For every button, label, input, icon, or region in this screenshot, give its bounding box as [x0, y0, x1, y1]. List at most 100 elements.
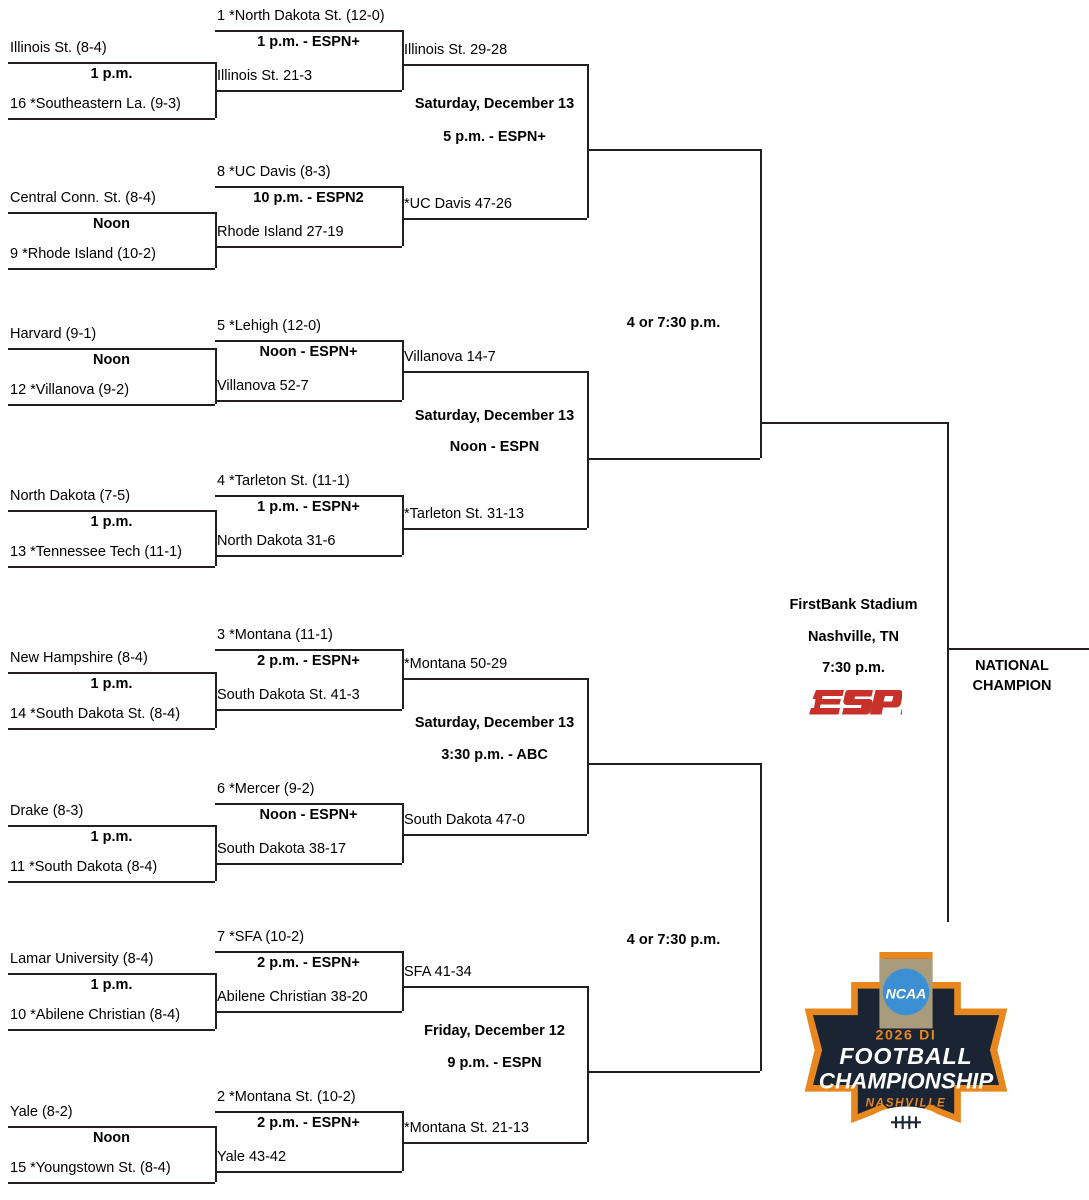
bracket-line [587, 1071, 760, 1073]
round1-top-team: North Dakota (7-5) [10, 488, 131, 504]
semifinal-time: 4 or 7:30 p.m. [626, 315, 721, 331]
quarterfinal-date: Friday, December 12 [424, 1023, 565, 1039]
logo-word-football: FOOTBALL [839, 1043, 972, 1069]
bracket-line [8, 118, 215, 120]
bracket-line [215, 212, 217, 268]
bracket-line [215, 973, 217, 1029]
bracket-line [215, 555, 402, 557]
round1-time: 1 p.m. [90, 66, 133, 82]
bracket-line [402, 30, 404, 90]
espn-logo-icon [809, 690, 902, 715]
bracket-line [215, 803, 402, 805]
round2-winner: South Dakota 38-17 [217, 841, 346, 857]
bracket-line [8, 566, 215, 568]
quarterfinal-bottom-result: *UC Davis 47-26 [404, 196, 512, 212]
round2-winner: South Dakota St. 41-3 [217, 687, 360, 703]
quarterfinal-time: 9 p.m. - ESPN [447, 1055, 542, 1071]
bracket-line [402, 803, 404, 863]
bracket-line [402, 678, 587, 680]
bracket-line [215, 649, 402, 651]
bracket-line [215, 340, 402, 342]
quarterfinal-top-result: *Montana 50-29 [404, 656, 508, 672]
bracket-line [215, 495, 402, 497]
bracket-line [402, 64, 587, 66]
quarterfinal-top-result: Illinois St. 29-28 [404, 42, 508, 58]
bracket-line [760, 422, 947, 424]
bracket-line [215, 951, 402, 953]
bracket-line [8, 825, 215, 827]
bracket-line [8, 404, 215, 406]
final-city: Nashville, TN [807, 629, 900, 645]
bracket-line [402, 951, 404, 1011]
round2-time: 10 p.m. - ESPN2 [253, 190, 364, 206]
bracket-line [402, 371, 587, 373]
final-time: 7:30 p.m. [822, 660, 885, 676]
round2-time: 1 p.m. - ESPN+ [257, 499, 360, 515]
quarterfinal-date: Saturday, December 13 [414, 96, 575, 112]
bracket-line [402, 834, 587, 836]
bracket-line [215, 1126, 217, 1182]
national-champion-label-line2: CHAMPION [972, 678, 1052, 694]
round2-seed-team: 5 *Lehigh (12-0) [217, 318, 321, 334]
round2-winner: North Dakota 31-6 [217, 533, 336, 549]
bracket-line [402, 495, 404, 555]
bracket-line [8, 1029, 215, 1031]
quarterfinal-top-result: Villanova 14-7 [404, 349, 496, 365]
round2-winner: Villanova 52-7 [217, 378, 309, 394]
quarterfinal-date: Saturday, December 13 [414, 715, 575, 731]
bracket-line [402, 986, 587, 988]
bracket-line [215, 863, 402, 865]
round1-top-team: Central Conn. St. (8-4) [10, 190, 156, 206]
round1-top-team: Illinois St. (8-4) [10, 40, 107, 56]
bracket-line [587, 371, 589, 528]
bracket-line [8, 268, 215, 270]
bracket-line [587, 678, 589, 834]
bracket-line [215, 246, 402, 248]
quarterfinal-date: Saturday, December 13 [414, 408, 575, 424]
round2-time: 1 p.m. - ESPN+ [257, 34, 360, 50]
bracket-line [8, 973, 215, 975]
national-champion-label-line1: NATIONAL [975, 658, 1049, 674]
round1-time: 1 p.m. [90, 977, 133, 993]
bracket-line [215, 90, 402, 92]
round2-time: 2 p.m. - ESPN+ [257, 653, 360, 669]
bracket-line [215, 30, 402, 32]
logo-year-line: 2026 DI [875, 1026, 936, 1042]
ncaa-championship-logo-icon: NCAA 2026 DI FOOTBALL CHAMPIONSHIP NASHV… [804, 952, 1008, 1139]
bracket-line [8, 881, 215, 883]
bracket-line [760, 149, 762, 458]
round2-winner: Illinois St. 21-3 [217, 68, 313, 84]
bracket-line [215, 400, 402, 402]
round1-time: 1 p.m. [90, 676, 133, 692]
bracket-line [947, 422, 949, 922]
round2-time: Noon - ESPN+ [259, 807, 358, 823]
logo-word-championship: CHAMPIONSHIP [819, 1068, 993, 1093]
round1-top-team: Lamar University (8-4) [10, 951, 154, 967]
round2-seed-team: 2 *Montana St. (10-2) [217, 1089, 356, 1105]
round1-top-team: New Hampshire (8-4) [10, 650, 148, 666]
round2-time: Noon - ESPN+ [259, 344, 358, 360]
round2-winner: Rhode Island 27-19 [217, 224, 344, 240]
bracket-line [215, 672, 217, 728]
quarterfinal-time: 5 p.m. - ESPN+ [443, 129, 546, 145]
round1-time: Noon [92, 216, 131, 232]
bracket-line [215, 1011, 402, 1013]
round1-bottom-team: 9 *Rhode Island (10-2) [10, 246, 156, 262]
bracket-line [402, 528, 587, 530]
bracket-line [8, 1182, 215, 1184]
round2-seed-team: 1 *North Dakota St. (12-0) [217, 8, 385, 24]
round1-bottom-team: 13 *Tennessee Tech (11-1) [10, 544, 182, 560]
bracket-line [8, 510, 215, 512]
round1-time: Noon [92, 352, 131, 368]
bracket-line [215, 348, 217, 404]
logo-city: NASHVILLE [866, 1097, 947, 1110]
round1-time: 1 p.m. [90, 514, 133, 530]
quarterfinal-time: Noon - ESPN [449, 439, 540, 455]
round1-bottom-team: 16 *Southeastern La. (9-3) [10, 96, 181, 112]
bracket-line [8, 62, 215, 64]
round1-bottom-team: 14 *South Dakota St. (8-4) [10, 706, 181, 722]
bracket-line [215, 1111, 402, 1113]
bracket-line [587, 64, 589, 218]
bracket-line [215, 709, 402, 711]
